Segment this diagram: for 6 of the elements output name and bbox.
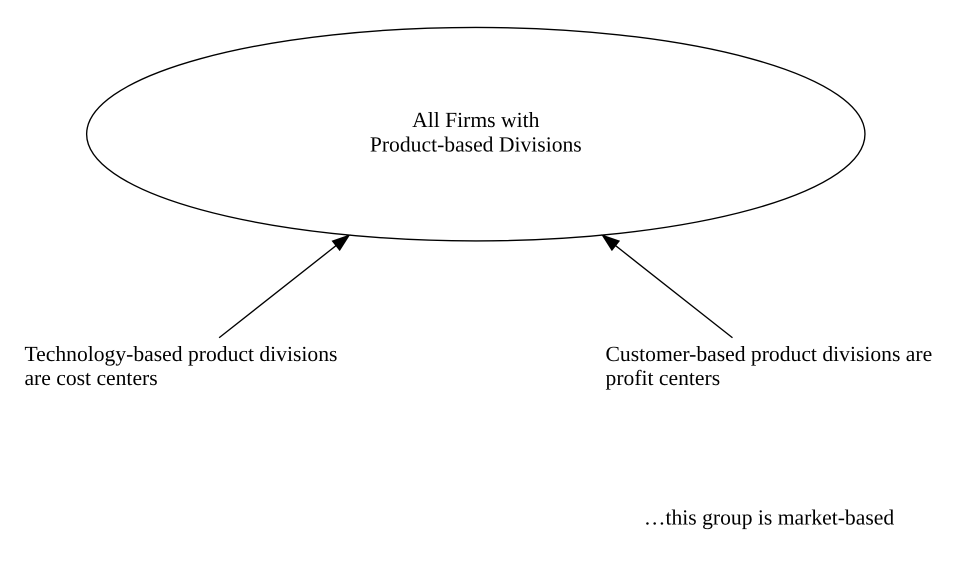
label: …this group is market-based [644,504,894,529]
node-text: Customer-based product divisions are profit centers [606,341,932,390]
node-ellipse: All Firms with Product-based Divisions [86,26,866,242]
arrow [218,234,350,338]
node-text: Technology-based product divisions are cost centers [24,341,338,390]
arrow [601,234,733,338]
